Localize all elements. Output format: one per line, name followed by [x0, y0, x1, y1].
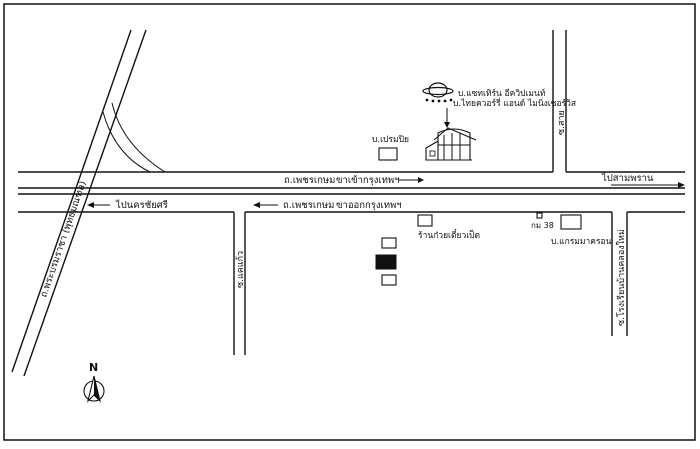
noodle-shop-building	[417, 214, 433, 227]
to-sam-phran-label: ไปสามพราน	[601, 172, 654, 184]
thai-mart-building	[560, 214, 582, 230]
company-label-1: บ.แซทเทิร์น อีควิปเมนท์	[458, 88, 546, 99]
north-label: N	[89, 361, 98, 374]
soi-kaeo-label: ซ.แคแก้ว	[235, 251, 246, 288]
outbound-direction-label: ขาออกกรุงเทพฯ	[336, 200, 402, 211]
to-nakhon-chai-si-label: ไปนครชัยศรี	[115, 199, 168, 211]
soi-kaeo-road: ซ.แคแก้ว	[233, 212, 246, 355]
soi-rongrian-road: ซ.โรงเรียนบ้านคลองใหม่	[611, 212, 628, 336]
saturn-logo	[422, 82, 454, 103]
soi-rongrian-label: ซ.โรงเรียนบ้านคลองใหม่	[616, 229, 627, 326]
prayoon-label: บ.เปรมปิย	[372, 135, 409, 145]
nakhon-chai-si-arrow	[87, 202, 110, 208]
outbound-road-name: ถ.เพชรเกษม	[283, 200, 334, 211]
km-label: กม 38	[531, 221, 554, 230]
building-black	[375, 254, 397, 270]
noodle-shop-label: ร้านก๋วยเตี๋ยวเป็ด	[418, 229, 480, 241]
thai-mart-label: บ.แกรมมาครอน	[551, 237, 612, 247]
sam-phran-arrow	[611, 182, 685, 188]
prayoon-building	[378, 147, 398, 161]
inbound-arrow	[398, 177, 424, 183]
north-compass: N	[83, 361, 105, 403]
company-pointer-arrow	[444, 108, 450, 128]
soi-sai-label: ซ.สาย	[557, 110, 567, 135]
phetkasem-road	[18, 171, 685, 213]
inbound-road-name: ถ.เพชรเกษม	[284, 175, 335, 186]
company-building	[425, 127, 477, 161]
building-small-1	[381, 237, 397, 249]
map-frame	[3, 3, 696, 441]
km-marker-icon	[536, 212, 543, 219]
soi-sai-road: ซ.สาย	[552, 30, 567, 172]
phra-borom-label: ถ.พระบรมราชา (พุทธมณฑล)	[38, 180, 88, 299]
company-label-2: บ.ไทยควอร์รี่ แอนด์ ไมนิ่งเซอร์วิส	[453, 97, 577, 109]
building-small-2	[381, 274, 397, 286]
inbound-direction-label: ขาเข้ากรุงเทพฯ	[336, 175, 400, 186]
outbound-arrow	[253, 202, 278, 208]
